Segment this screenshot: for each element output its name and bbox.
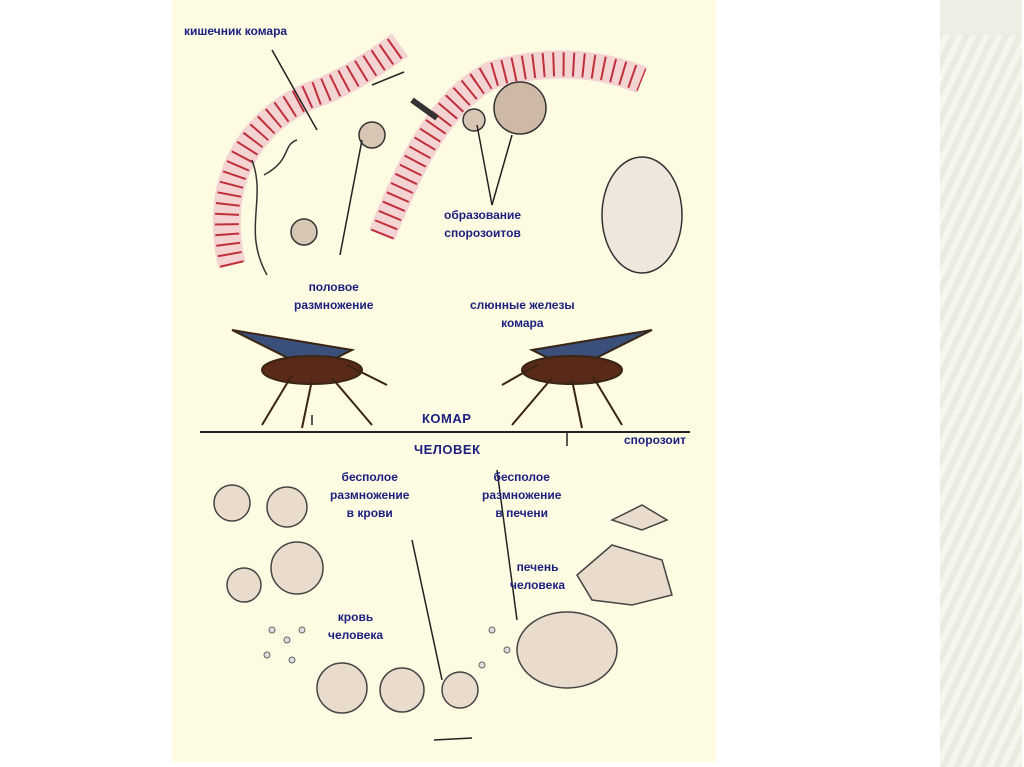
label-mosquito: КОМАР — [422, 411, 472, 426]
liver-cell — [576, 544, 673, 606]
label-line: в крови — [346, 506, 393, 520]
label-mosquito-gut: кишечник комара — [184, 24, 288, 38]
diagram-drawing — [200, 33, 690, 741]
label-sexual-reproduction: половое размножение — [294, 278, 373, 314]
oocyst — [493, 81, 547, 135]
label-line: образование — [444, 208, 522, 222]
label-line: размножение — [482, 488, 562, 502]
label-sporozoite: спорозоит — [624, 433, 687, 447]
mosquito-gut-right — [369, 50, 648, 241]
label-human: ЧЕЛОВЕК — [414, 442, 481, 457]
zygote — [462, 108, 486, 132]
label-line: половое — [308, 280, 359, 294]
mosquito-left — [231, 329, 388, 429]
label-line: кровь — [337, 610, 374, 624]
label-line: размножение — [330, 488, 410, 502]
label-line: человека — [328, 628, 384, 642]
ookinete — [290, 218, 318, 246]
arrow — [371, 71, 405, 86]
salivary-gland — [601, 156, 683, 274]
label-human-blood: кровь человека — [328, 608, 383, 644]
label-human-liver: печень человека — [510, 558, 565, 594]
label-line: комара — [501, 316, 544, 330]
label-line: в печени — [495, 506, 549, 520]
label-line: печень — [516, 560, 559, 574]
blood-cell — [213, 484, 251, 522]
label-line: человека — [510, 578, 566, 592]
label-sporozoite-formation: образование спорозоитов — [444, 206, 521, 242]
malaria-lifecycle-diagram: кишечник комара образование спорозоитов … — [172, 0, 716, 762]
label-line: размножение — [294, 298, 374, 312]
label-line: бесполое — [493, 470, 550, 484]
label-asexual-blood: бесполое размножение в крови — [330, 468, 409, 522]
liver-schizont — [516, 611, 618, 689]
decorative-stripes — [940, 0, 1022, 767]
mosquito-right — [501, 329, 653, 429]
label-line: бесполое — [341, 470, 398, 484]
label-line: спорозоитов — [444, 226, 521, 240]
label-line: слюнные железы — [470, 298, 575, 312]
label-asexual-liver: бесполое размножение в печени — [482, 468, 561, 522]
label-salivary-glands: слюнные железы комара — [470, 296, 575, 332]
